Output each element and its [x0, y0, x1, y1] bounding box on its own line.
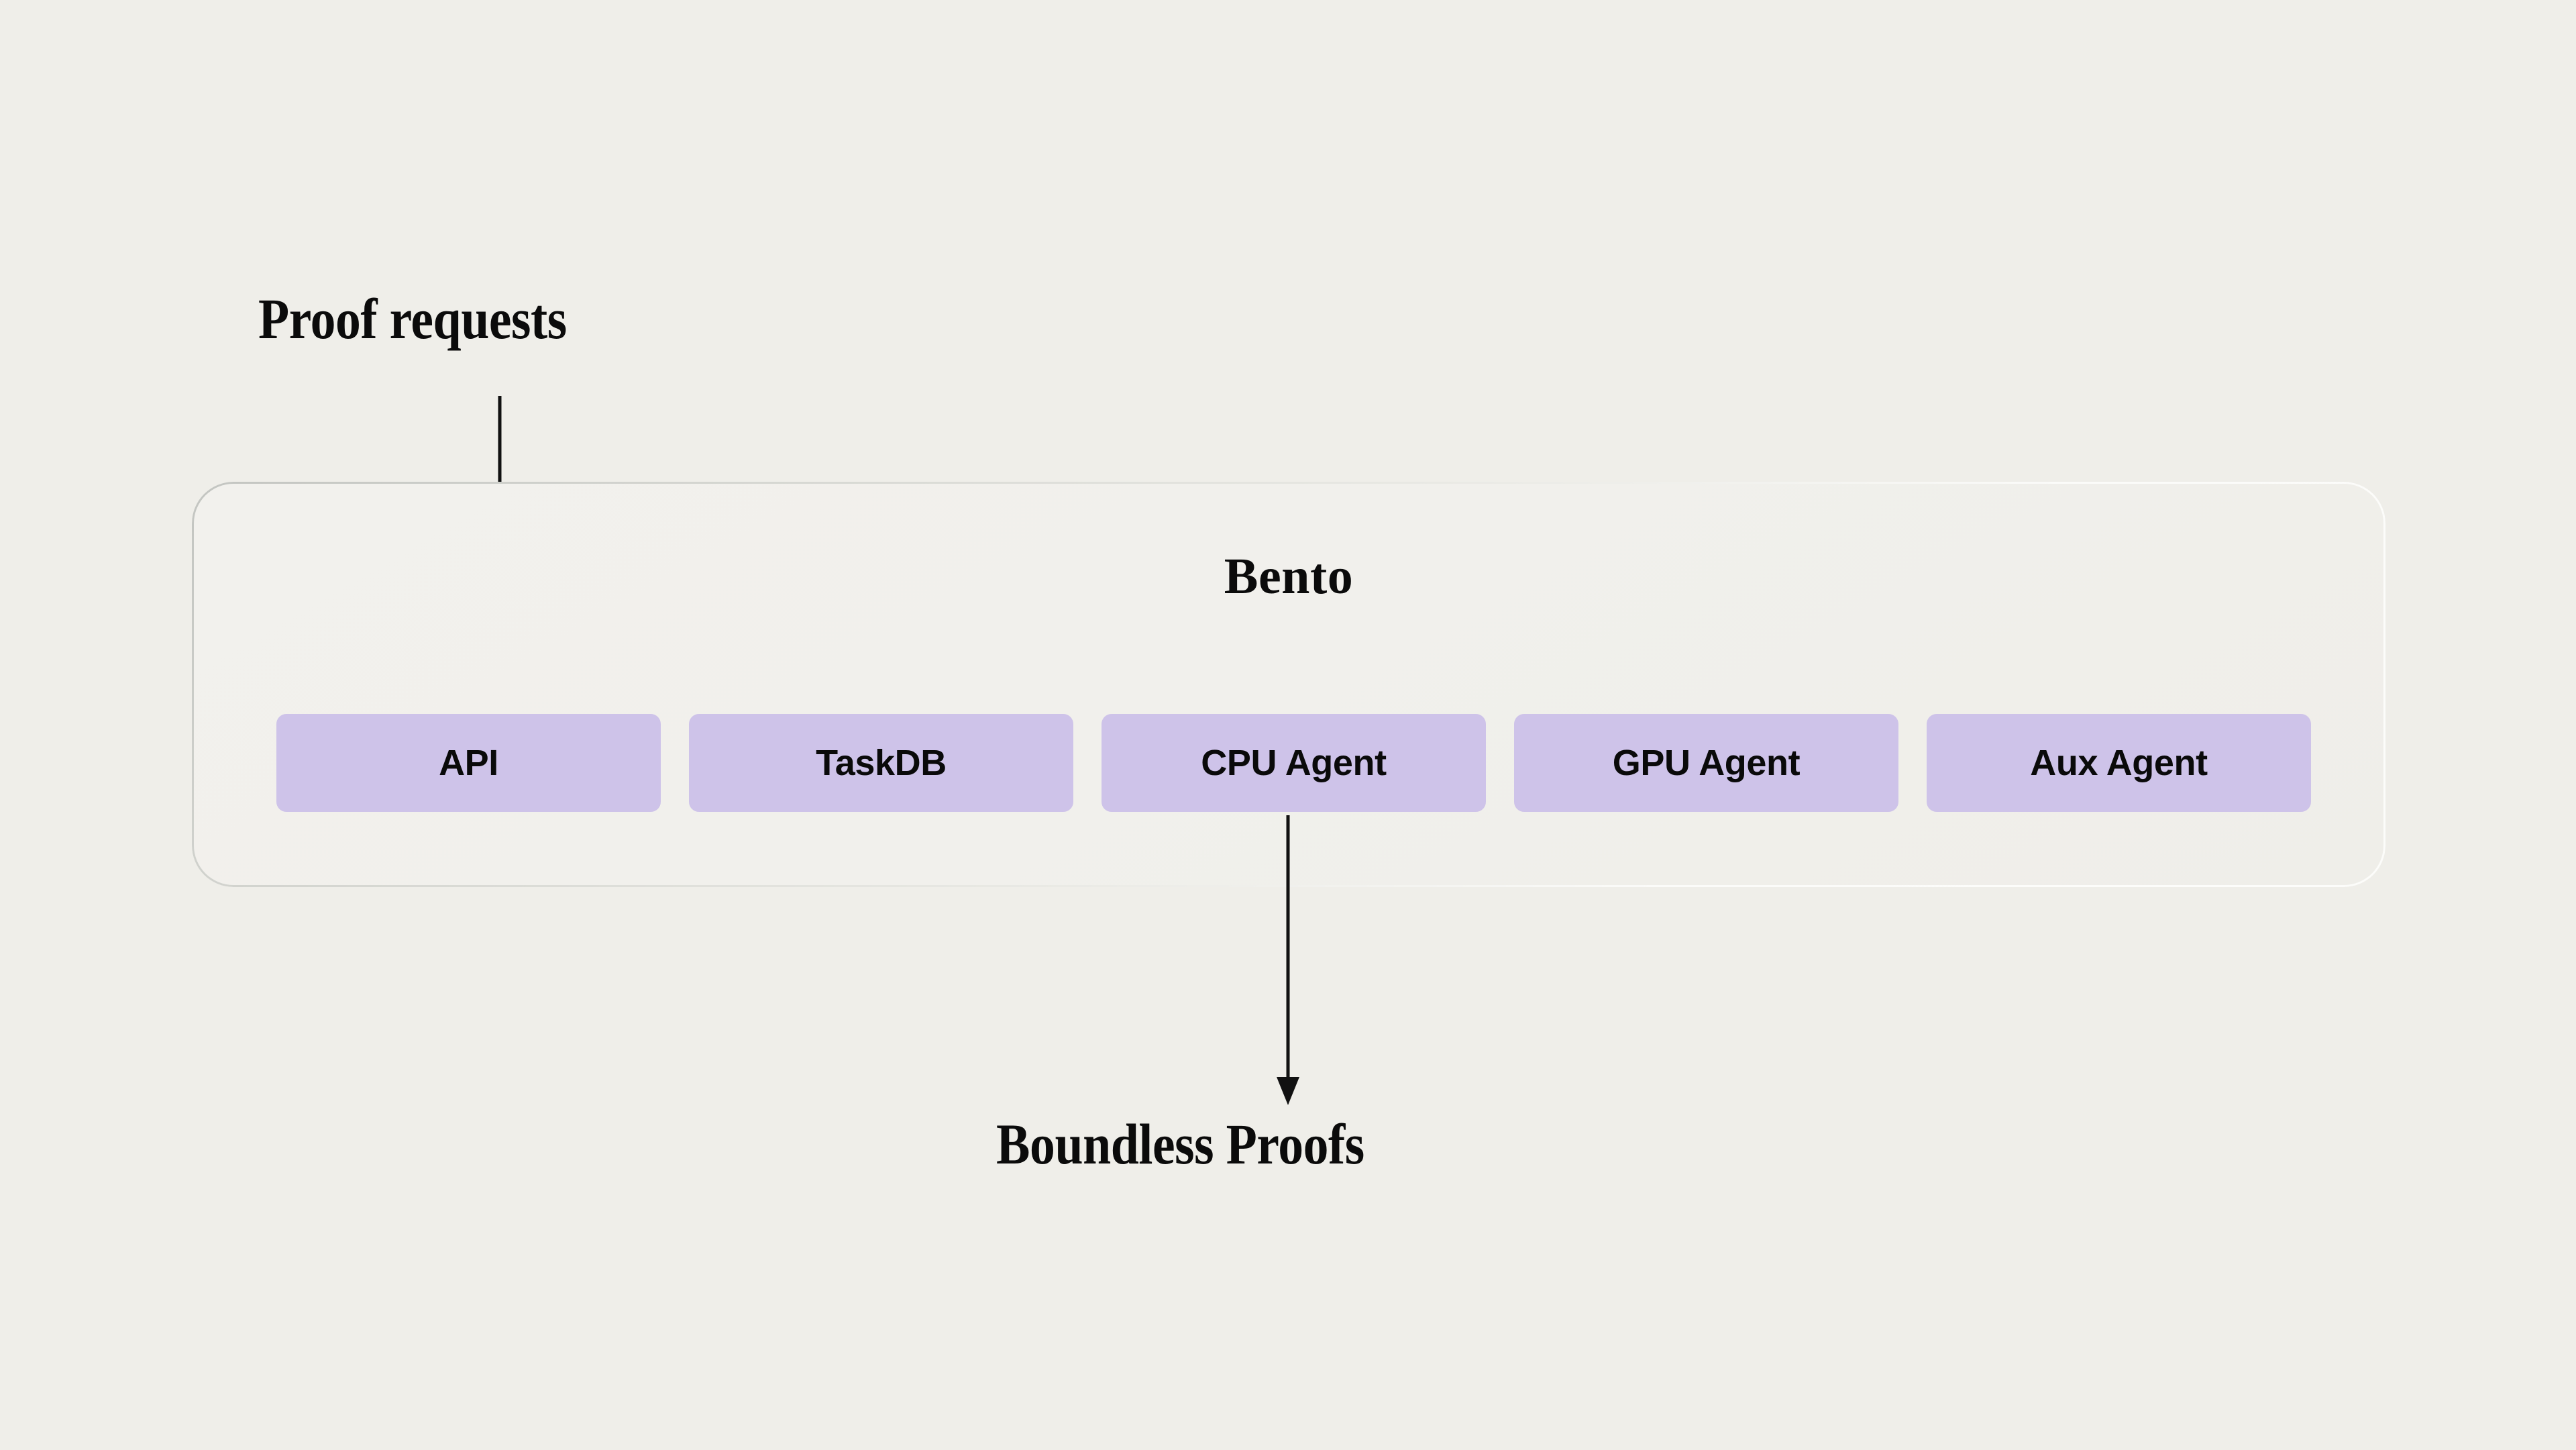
component-chip-row: API TaskDB CPU Agent GPU Agent Aux Agent [276, 714, 2311, 812]
boundless-proofs-label: Boundless Proofs [996, 1112, 1364, 1176]
bento-title: Bento [1224, 548, 1354, 605]
component-chip-api-label: API [439, 743, 498, 783]
proof-requests-label: Proof requests [258, 287, 567, 351]
component-chip-api[interactable]: API [276, 714, 661, 812]
component-chip-taskdb[interactable]: TaskDB [689, 714, 1073, 812]
component-chip-gpu-agent-label: GPU Agent [1612, 743, 1801, 783]
component-chip-cpu-agent[interactable]: CPU Agent [1102, 714, 1486, 812]
component-chip-aux-agent-label: Aux Agent [2030, 743, 2208, 783]
component-chip-gpu-agent[interactable]: GPU Agent [1514, 714, 1898, 812]
component-chip-cpu-agent-label: CPU Agent [1201, 743, 1387, 783]
component-chip-aux-agent[interactable]: Aux Agent [1927, 714, 2311, 812]
arrow-cpu-agent-to-boundless-proofs [1277, 815, 1299, 1105]
component-chip-taskdb-label: TaskDB [816, 743, 947, 783]
